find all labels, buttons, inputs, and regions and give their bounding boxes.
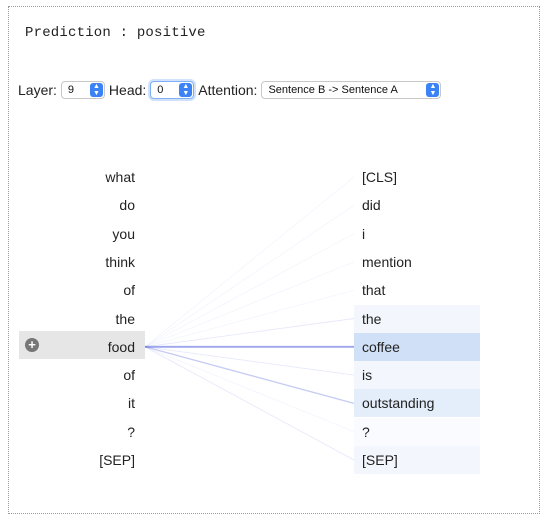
sentence-a-token[interactable]: [SEP] <box>99 452 135 468</box>
sentence-b-token[interactable]: is <box>362 367 373 384</box>
controls-bar: Layer: 9 ▲▼ Head: 0 ▲▼ Attention: Senten… <box>18 80 445 100</box>
sentence-a-token[interactable]: what <box>105 169 135 185</box>
attention-highlight <box>354 361 480 390</box>
sentence-b-token[interactable]: i <box>362 225 366 242</box>
plus-circle-icon[interactable]: + <box>25 338 39 352</box>
attention-line <box>144 346 355 376</box>
head-label: Head: <box>108 82 147 98</box>
sentence-a-token[interactable]: of <box>123 282 135 299</box>
attention-select[interactable]: Sentence B -> Sentence A ▲▼ <box>261 81 442 99</box>
attention-label: Attention: <box>198 82 258 98</box>
attention-line <box>144 289 355 348</box>
chevron-updown-icon: ▲▼ <box>89 83 103 97</box>
prediction-label: Prediction : positive <box>25 25 206 41</box>
sentence-b-token[interactable]: [SEP] <box>362 452 398 468</box>
visualization-frame <box>8 6 540 514</box>
layer-value: 9 <box>67 84 75 96</box>
attention-line <box>144 176 355 348</box>
sentence-a-token[interactable]: of <box>123 367 135 384</box>
head-value: 0 <box>157 84 164 96</box>
chevron-updown-icon: ▲▼ <box>179 83 193 97</box>
attention-line <box>144 205 355 348</box>
layer-label: Layer: <box>18 82 57 98</box>
head-select[interactable]: 0 ▲▼ <box>150 81 195 99</box>
sentence-a-token[interactable]: think <box>105 253 135 270</box>
sentence-b-token[interactable]: outstanding <box>362 395 435 412</box>
attention-highlight <box>354 332 480 361</box>
sentence-a-token[interactable]: it <box>128 395 135 412</box>
sentence-a-token[interactable]: food <box>107 338 135 355</box>
sentence-b-token[interactable]: ? <box>362 423 370 440</box>
sentence-a-token[interactable]: you <box>112 225 135 242</box>
attention-highlight <box>354 446 480 474</box>
selected-token-background <box>19 331 145 359</box>
attention-highlight <box>354 418 480 446</box>
sentence-b-token[interactable]: did <box>362 197 381 214</box>
attention-line <box>144 346 355 461</box>
chevron-updown-icon: ▲▼ <box>426 83 440 97</box>
attention-line <box>144 346 355 433</box>
attention-highlight <box>354 304 480 333</box>
sentence-b-token[interactable]: that <box>362 282 386 299</box>
sentence-a-token[interactable]: ? <box>127 423 135 440</box>
sentence-a-token[interactable]: do <box>119 197 135 214</box>
sentence-b-token[interactable]: the <box>362 310 382 327</box>
layer-select[interactable]: 9 ▲▼ <box>60 81 105 99</box>
sentence-b-token[interactable]: coffee <box>362 338 400 355</box>
attention-line <box>144 346 355 405</box>
attention-highlight <box>354 389 480 418</box>
attention-line <box>144 318 355 348</box>
attention-value: Sentence B -> Sentence A <box>268 84 398 96</box>
sentence-b-token[interactable]: mention <box>362 253 412 270</box>
sentence-b-token[interactable]: [CLS] <box>362 169 398 185</box>
attention-line <box>144 261 355 348</box>
attention-line <box>144 233 355 348</box>
sentence-a-token[interactable]: the <box>115 310 135 327</box>
